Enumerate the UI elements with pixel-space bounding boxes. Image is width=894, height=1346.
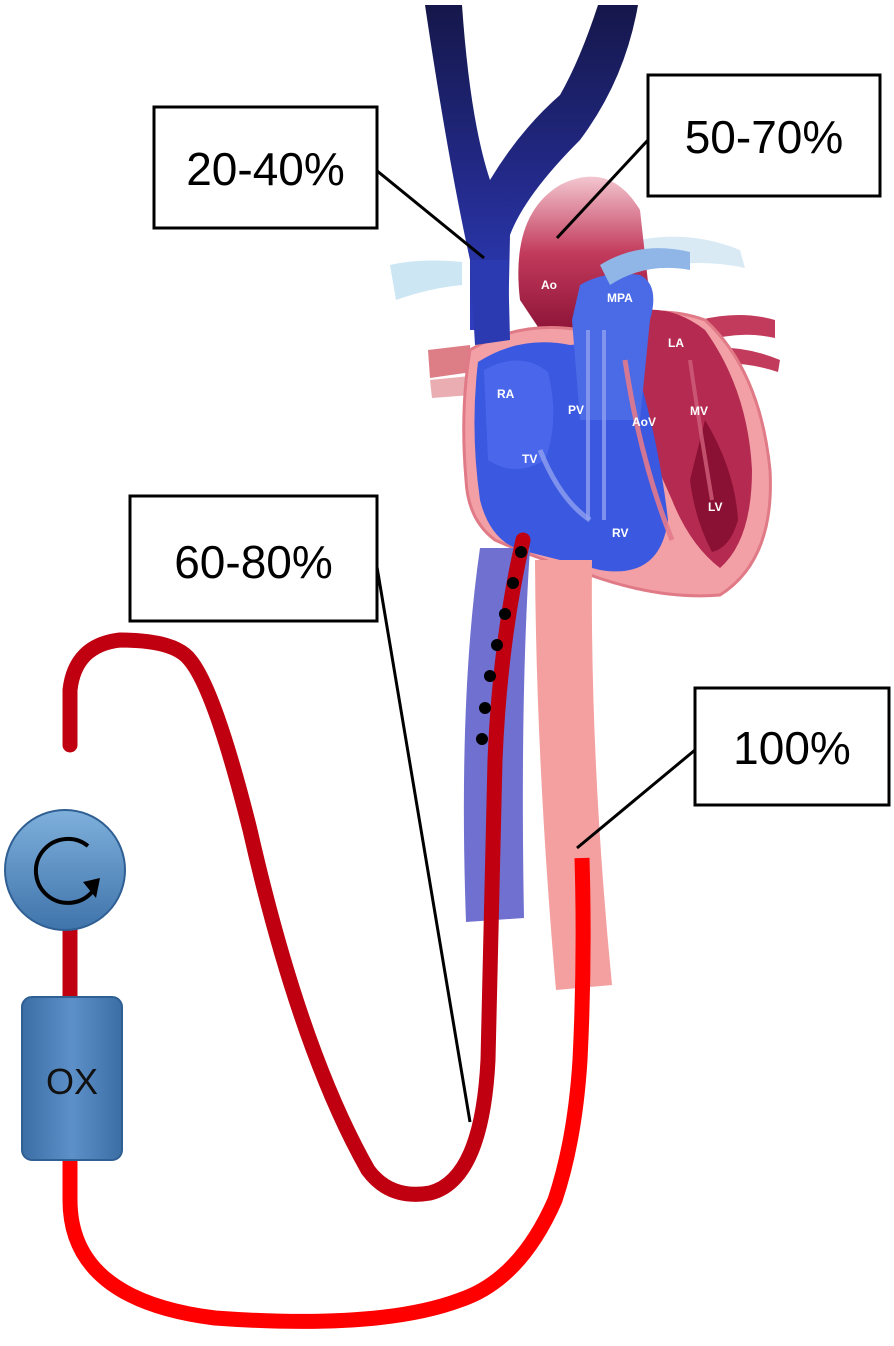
callout-drainage: 60-80%: [128, 494, 379, 623]
svc-connection: [470, 260, 510, 345]
svc-vessel: [425, 5, 638, 330]
svc-saturation-value: 20-40%: [186, 143, 345, 195]
return-leader-line: [576, 748, 696, 850]
pulmonary-vein-left-2: [430, 376, 472, 398]
rv-outflow-line: [586, 330, 606, 520]
ra-chamber: [484, 360, 554, 469]
svc-leader-line: [375, 168, 485, 260]
oxygenator: OX: [21, 996, 123, 1161]
return-cannula: [62, 857, 591, 1329]
pulmonary-artery: [572, 273, 654, 420]
oxygenator-label: OX: [46, 1061, 98, 1102]
label-aov: AoV: [632, 415, 656, 429]
aorta-leader-line: [555, 138, 650, 240]
rotation-arrow-icon: [33, 836, 100, 905]
label-ra: RA: [497, 387, 515, 401]
label-rv: RV: [612, 526, 628, 540]
label-tv: TV: [522, 452, 537, 466]
heart-illustration: Ao MPA LA RA PV AoV MV TV RV LV: [390, 5, 780, 598]
label-ao: Ao: [541, 278, 557, 292]
drainage-leader-line: [375, 566, 472, 1123]
return-saturation-value: 100%: [733, 722, 851, 774]
callout-return: 100%: [693, 686, 891, 807]
pump: [4, 809, 126, 931]
label-la: LA: [668, 336, 684, 350]
callout-aorta: 50-70%: [646, 73, 882, 198]
label-mv: MV: [690, 404, 708, 418]
septum-line: [622, 359, 675, 541]
label-mpa: MPA: [607, 291, 633, 305]
femoral-artery: [535, 560, 612, 990]
ra-arrow-line: [537, 449, 592, 523]
lv-inflow-line: [688, 359, 714, 501]
mpa-branch: [600, 248, 690, 285]
label-pv: PV: [568, 403, 584, 417]
pulmonary-vein-left: [428, 345, 472, 378]
drainage-cannula: [62, 532, 531, 1202]
lv-wall: [690, 420, 738, 552]
drainage-saturation-value: 60-80%: [174, 536, 333, 588]
label-lv: LV: [708, 500, 722, 514]
callout-svc: 20-40%: [152, 105, 379, 230]
aorta-saturation-value: 50-70%: [685, 111, 844, 163]
cannula-holes: [476, 546, 527, 745]
pulmonary-vessel-left: [390, 260, 462, 300]
